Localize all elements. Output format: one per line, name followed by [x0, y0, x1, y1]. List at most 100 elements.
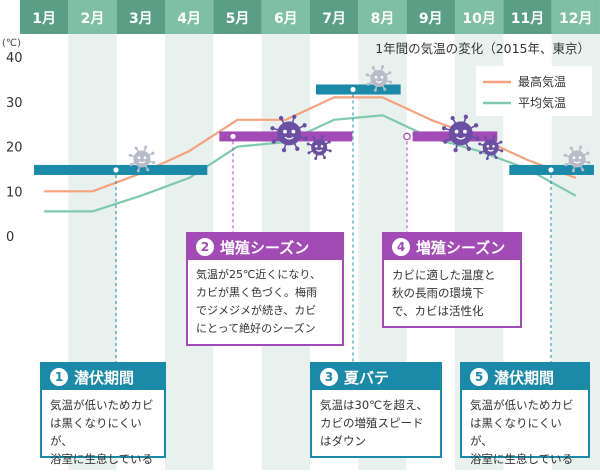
virus-spike-tip — [312, 135, 316, 139]
callout-3-number: 3 — [320, 368, 338, 386]
virus-spike-tip — [443, 139, 448, 144]
virus-pale-icon — [365, 65, 393, 92]
callout-5-line: は黒くなりにくいが、 — [470, 416, 562, 448]
virus-eye — [137, 156, 141, 160]
callout-2-line: でジメジメが続き、カビ — [196, 304, 317, 317]
virus-spike-tip — [483, 135, 487, 139]
virus-spike-tip — [388, 71, 392, 75]
virus-eye — [486, 144, 490, 148]
month-header-cell — [551, 0, 600, 34]
callout-5-header: 5 潜伏期間 — [462, 364, 588, 390]
virus-mouth — [315, 149, 323, 152]
virus-eye — [283, 129, 287, 134]
y-tick-label: 30 — [6, 96, 23, 111]
chart-title: 1年間の気温の変化（2015年、東京） — [375, 41, 590, 56]
virus-spike-tip — [327, 140, 331, 144]
month-header-cell — [261, 0, 310, 34]
virus-spike-tip — [303, 136, 308, 141]
virus-eye — [578, 156, 582, 160]
legend-label: 最高気温 — [518, 74, 566, 89]
callout-4-title: 増殖シーズン — [416, 238, 506, 257]
y-tick-label: 0 — [6, 230, 14, 245]
month-header-cell — [68, 0, 117, 34]
virus-eye — [463, 129, 467, 134]
virus-spike-tip — [328, 149, 332, 153]
callout-1: 1 潜伏期間 気温が低いためカビ は黒くなりにくいが、 浴室に生息している — [40, 362, 166, 466]
phase-bar-3 — [315, 84, 401, 95]
virus-spike-tip — [365, 73, 369, 77]
virus-spike-tip — [586, 151, 590, 155]
month-header-label: 3月 — [129, 11, 153, 27]
virus-spike-tip — [453, 147, 458, 153]
virus-spike-tip — [478, 142, 482, 146]
virus-spike-tip — [569, 146, 573, 150]
virus-eye — [320, 144, 324, 148]
y-tick-label: 40 — [6, 51, 23, 66]
callout-3-body: 気温は30℃を超え、 カビの増殖スピード はダウン — [312, 390, 440, 456]
month-header-label: 9月 — [419, 11, 443, 27]
callout-3-line: カビの増殖スピード — [320, 416, 424, 430]
virus-spike-tip — [271, 139, 276, 144]
virus-mouth — [284, 136, 294, 140]
virus-spike-tip — [485, 157, 489, 160]
legend-background — [476, 66, 592, 116]
legend-label: 平均気温 — [518, 95, 566, 110]
virus-spike-tip — [494, 156, 498, 160]
virus-spike-tip — [302, 123, 307, 128]
virus-small-icon — [478, 134, 504, 160]
callout-2: 2 増殖シーズン 気温が25℃近くになり、 カビが黒く色づく。梅雨 でジメジメが… — [186, 232, 344, 346]
virus-spike-tip — [581, 168, 585, 172]
virus-spike-tip — [563, 153, 567, 157]
virus-body — [277, 121, 302, 146]
virus-mouth — [456, 136, 466, 140]
callout-5-line: 浴室に生息している — [470, 452, 574, 466]
virus-spike-tip — [152, 161, 156, 165]
phase-bar-1 — [34, 164, 208, 175]
virus-spike-tip — [500, 149, 504, 153]
callout-4-line: 秋の長雨の環境下 — [392, 286, 484, 300]
virus-body — [133, 150, 151, 168]
callout-2-line: 気温が25℃近くになり、 — [196, 268, 321, 281]
virus-pale-icon — [563, 145, 591, 173]
virus-eye — [572, 156, 576, 160]
callout-5-number: 5 — [470, 368, 488, 386]
virus-mouth — [573, 161, 581, 164]
virus-pale-icon — [128, 145, 156, 173]
callout-5-line: 気温が低いためカビ — [470, 398, 574, 412]
callout-3: 3 夏バテ 気温は30℃を超え、 カビの増殖スピード はダウン — [310, 362, 442, 458]
phase-marker-5 — [547, 166, 555, 174]
y-tick-label: 20 — [6, 141, 23, 156]
month-header-cell — [454, 0, 504, 34]
virus-spike-tip — [134, 146, 138, 150]
callout-4: 4 増殖シーズン カビに適した温度と 秋の長雨の環境下 で、カビは活性化 — [382, 232, 522, 328]
virus-spike-tip — [383, 87, 387, 91]
virus-spike-tip — [463, 114, 469, 119]
callout-4-line: で、カビは活性化 — [392, 304, 484, 318]
callout-2-line: カビが黒く色づく。梅雨 — [196, 286, 317, 299]
month-header-label: 5月 — [226, 11, 250, 27]
virus-eye — [291, 129, 296, 134]
month-header-label: 4月 — [177, 11, 201, 27]
virus-large-icon — [441, 114, 480, 153]
phase-marker-1 — [112, 166, 120, 174]
virus-spike-tip — [281, 147, 287, 153]
virus-spike-tip — [371, 66, 375, 70]
month-header-label: 12月 — [559, 11, 592, 27]
virus-spike-tip — [136, 169, 140, 173]
month-header-label: 7月 — [322, 11, 346, 27]
virus-spike-tip — [475, 136, 480, 141]
callout-2-number: 2 — [196, 238, 214, 256]
virus-large-icon — [270, 114, 308, 153]
phase-marker-4 — [403, 132, 411, 141]
virus-spike-tip — [314, 157, 318, 160]
callout-5: 5 潜伏期間 気温が低いためカビ は黒くなりにくいが、 浴室に生息している — [460, 362, 590, 466]
virus-spike-tip — [564, 163, 568, 167]
month-header-label: 8月 — [371, 11, 395, 27]
callout-2-header: 2 増殖シーズン — [188, 234, 342, 260]
virus-small-icon — [306, 134, 332, 160]
callout-3-line: 気温は30℃を超え、 — [320, 398, 429, 412]
callout-4-body: カビに適した温度と 秋の長雨の環境下 で、カビは活性化 — [384, 260, 520, 326]
callout-1-body: 気温が低いためカビ は黒くなりにくいが、 浴室に生息している — [42, 390, 164, 474]
virus-spike-tip — [292, 114, 297, 119]
virus-body — [311, 139, 328, 156]
